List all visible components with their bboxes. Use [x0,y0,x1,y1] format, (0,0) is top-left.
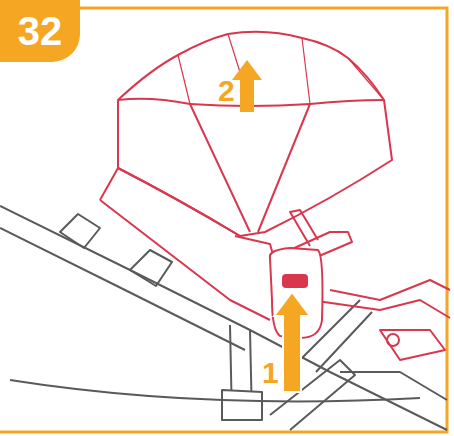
callout-number: 1 [262,358,279,388]
frame-border [0,8,447,432]
seat-outline [100,168,450,360]
release-button [282,274,308,288]
callout-number: 2 [218,76,235,106]
stroller-frame [0,206,447,430]
direction-arrows [232,60,310,392]
step-badge: 32 [0,0,80,62]
step-number: 32 [18,11,63,51]
canopy [118,32,392,236]
